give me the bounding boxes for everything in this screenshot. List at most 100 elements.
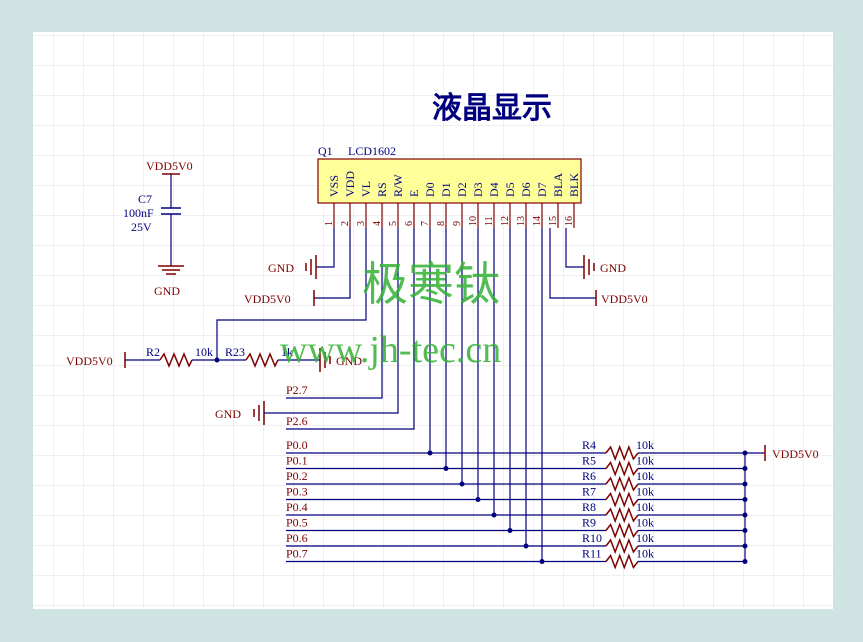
pullup-resistor: [605, 444, 639, 462]
lcd-pin-number: 9: [452, 221, 463, 226]
pullup-ref: R11: [582, 547, 602, 561]
net-p26: P2.6: [286, 414, 308, 428]
gnd-symbol-left: [305, 255, 317, 279]
lcd-pin-number: 3: [356, 221, 367, 226]
divider-vdd-label: VDD5V0: [66, 354, 113, 368]
pullup-resistor: [605, 506, 639, 524]
pullup-resistor: [605, 553, 639, 570]
junction-dot: [443, 466, 449, 471]
lcd-pin-name: D1: [439, 182, 453, 197]
c7-voltage: 25V: [131, 220, 152, 234]
junction-dot: [459, 481, 465, 487]
pullup-ref: R4: [582, 438, 596, 452]
gnd-symbol-right: [583, 255, 595, 279]
c7-gnd-label: GND: [154, 284, 180, 298]
vdd-label-left: VDD5V0: [244, 292, 291, 306]
rw-gnd-label: GND: [215, 407, 241, 421]
lcd-pin-name: VL: [359, 181, 373, 197]
pullup-ref: R9: [582, 516, 596, 530]
gnd-label-left: GND: [268, 261, 294, 275]
junction-dot: [475, 497, 481, 502]
lcd-pin-name: D5: [503, 182, 517, 197]
lcd-pin-number: 16: [564, 216, 575, 226]
lcd-pin-number: 14: [532, 216, 543, 226]
pullup-ref: R6: [582, 469, 596, 483]
lcd-pin-number: 1: [324, 221, 335, 226]
divider-gnd-label: GND: [336, 354, 362, 368]
lcd-pin-name: RS: [375, 182, 389, 197]
lcd-pin-name: D3: [471, 182, 485, 197]
pullup-vdd-label: VDD5V0: [772, 447, 819, 461]
junction-dot: [523, 543, 529, 549]
lcd-part: LCD1602: [348, 144, 396, 158]
lcd-pin-name: D6: [519, 182, 533, 197]
r2-value: 10k: [195, 345, 213, 359]
lcd-pin-number: 2: [340, 221, 351, 226]
lcd-pin-name: E: [407, 190, 421, 197]
lcd-pin-name: BLK: [567, 173, 581, 197]
lcd-pin-number: 4: [372, 221, 383, 226]
lcd-pin-number: 7: [420, 221, 431, 226]
lcd-pin-number: 6: [404, 221, 415, 226]
pullup-value: 10k: [636, 469, 654, 483]
net-p27: P2.7: [286, 383, 308, 397]
net-label: P0.3: [286, 485, 308, 499]
lcd-pin-number: 8: [436, 221, 447, 226]
lcd-component: Q1 LCD1602 VSS 1 VDD 2 VL 3 RS 4 R/W 5 E 6 D0 7 D1 8 D2 9…: [317, 144, 582, 228]
watermark-url: www.jh-tec.cn: [280, 329, 501, 371]
vdd-label-right: VDD5V0: [601, 292, 648, 306]
lcd-pin-name: BLA: [551, 173, 565, 197]
pullup-resistor: [605, 460, 639, 477]
pullup-ref: R8: [582, 500, 596, 514]
lcd-pin-number: 11: [484, 216, 495, 226]
c7-value: 100nF: [123, 206, 154, 220]
r2-ref: R2: [146, 345, 160, 359]
junction-dot: [491, 512, 497, 518]
r23-value: 1k: [281, 345, 293, 359]
pullup-resistor: [605, 537, 639, 555]
pullup-value: 10k: [636, 454, 654, 468]
lcd-pin-name: D7: [535, 182, 549, 197]
junction-dot: [507, 528, 513, 533]
junction-dot: [427, 450, 433, 456]
r23-ref: R23: [225, 345, 245, 359]
net-label: P0.5: [286, 516, 308, 530]
lcd-pin-name: D0: [423, 182, 437, 197]
pullup-value: 10k: [636, 500, 654, 514]
lcd-pin-number: 5: [388, 221, 399, 226]
net-label: P0.6: [286, 531, 308, 545]
lcd-pin-number: 10: [468, 216, 479, 226]
lcd-pin-name: VDD: [343, 171, 357, 197]
contrast-divider: VDD5V0 R2 10k R23 1k GND: [66, 345, 362, 372]
pullup-value: 10k: [636, 516, 654, 530]
schematic-title: 液晶显示: [432, 92, 552, 125]
lcd-pin-number: 13: [516, 216, 527, 226]
lcd-ref: Q1: [318, 144, 333, 158]
net-label: P0.7: [286, 547, 308, 561]
net-label: P0.2: [286, 469, 308, 483]
lcd-pin-name: D4: [487, 182, 501, 197]
pullup-value: 10k: [636, 438, 654, 452]
lcd-pin-name: D2: [455, 182, 469, 197]
capacitor-c7: VDD5V0 C7 100nF 25V GND: [123, 159, 193, 298]
lcd-pin-name: R/W: [391, 174, 405, 197]
pullup-value: 10k: [636, 485, 654, 499]
junction-dot: [539, 559, 545, 564]
lcd-body: [317, 158, 582, 204]
net-label: P0.4: [286, 500, 308, 514]
pullup-value: 10k: [636, 531, 654, 545]
c7-ref: C7: [138, 192, 152, 206]
lcd-pin-number: 15: [548, 216, 559, 226]
pullup-ref: R10: [582, 531, 602, 545]
pullup-ref: R7: [582, 485, 596, 499]
gnd-label-right: GND: [600, 261, 626, 275]
c7-vdd-label: VDD5V0: [146, 159, 193, 173]
lcd-pin-number: 12: [500, 216, 511, 226]
lcd-pin-name: VSS: [327, 175, 341, 197]
watermark-brand: 极寒钛: [362, 259, 500, 310]
pullup-resistor: [605, 475, 639, 493]
pullup-ref: R5: [582, 454, 596, 468]
pullup-resistor: [605, 522, 639, 539]
